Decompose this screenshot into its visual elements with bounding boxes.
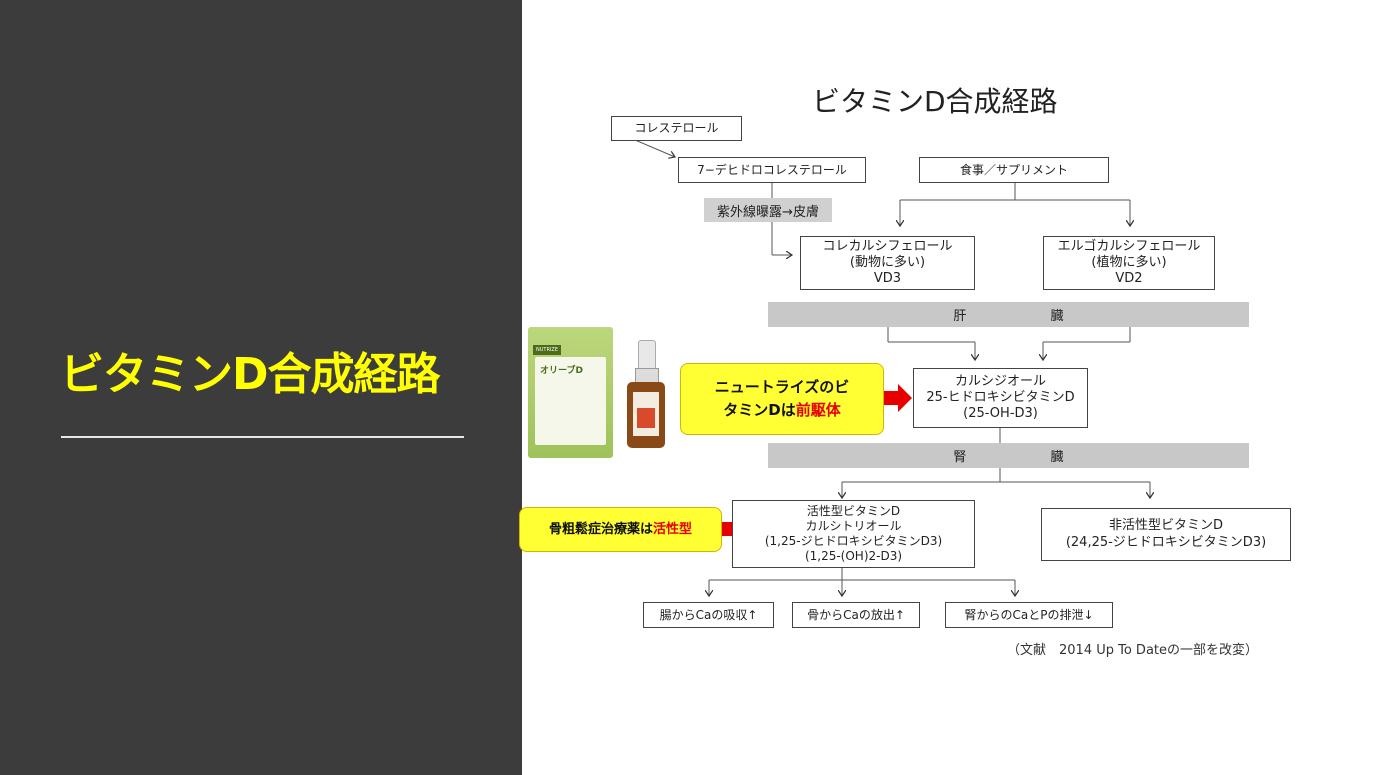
uv-skin-label: 紫外線曝露→皮膚 xyxy=(704,198,832,222)
node-diet-supplement: 食事／サプリメント xyxy=(919,157,1109,183)
node-calcitriol: 活性型ビタミンD カルシトリオール (1,25-ジヒドロキシビタミンD3) (1… xyxy=(732,500,975,568)
diagram-title: ビタミンD合成経路 xyxy=(812,85,1058,118)
callout-precursor-line1: ニュートライズのビ xyxy=(714,378,850,396)
title-divider xyxy=(61,436,464,438)
node-inactive-vitamin-d: 非活性型ビタミンD (24,25-ジヒドロキシビタミンD3) xyxy=(1041,508,1291,561)
kidney-bar: 腎 臓 xyxy=(768,443,1249,468)
citation: （文献 2014 Up To Dateの一部を改変） xyxy=(1007,643,1259,658)
effect-kidney: 腎からのCaとPの排泄↓ xyxy=(945,602,1113,628)
product-bottle-image xyxy=(627,340,665,448)
node-ergocalciferol: エルゴカルシフェロール (植物に多い) VD2 xyxy=(1043,236,1215,290)
node-calcidiol: カルシジオール 25-ヒドロキシビタミンD (25-OH-D3) xyxy=(913,368,1088,428)
left-panel xyxy=(0,0,522,775)
callout-arrow-precursor xyxy=(884,384,912,412)
node-cholecalciferol: コレカルシフェロール (動物に多い) VD3 xyxy=(800,236,975,290)
bag-brand-logo: NUTRIZE xyxy=(533,345,561,355)
product-bag-image: NUTRIZE オリーブD xyxy=(528,327,613,458)
callout-precursor: ニュートライズのビ タミンDは前駆体 xyxy=(680,363,884,435)
effect-bone: 骨からCaの放出↑ xyxy=(792,602,920,628)
callout-active: 骨粗鬆症治療薬は活性型 xyxy=(519,507,722,552)
bag-product-name: オリーブD xyxy=(540,366,583,376)
node-cholesterol: コレステロール xyxy=(611,116,742,141)
callout-precursor-line2: タミンDは前駆体 xyxy=(723,401,841,419)
effect-intestine: 腸からCaの吸収↑ xyxy=(643,602,774,628)
slide-title: ビタミンD合成経路 xyxy=(60,349,441,400)
liver-bar: 肝 臓 xyxy=(768,302,1249,327)
node-dehydrocholesterol: 7−デヒドロコレステロール xyxy=(678,157,866,183)
